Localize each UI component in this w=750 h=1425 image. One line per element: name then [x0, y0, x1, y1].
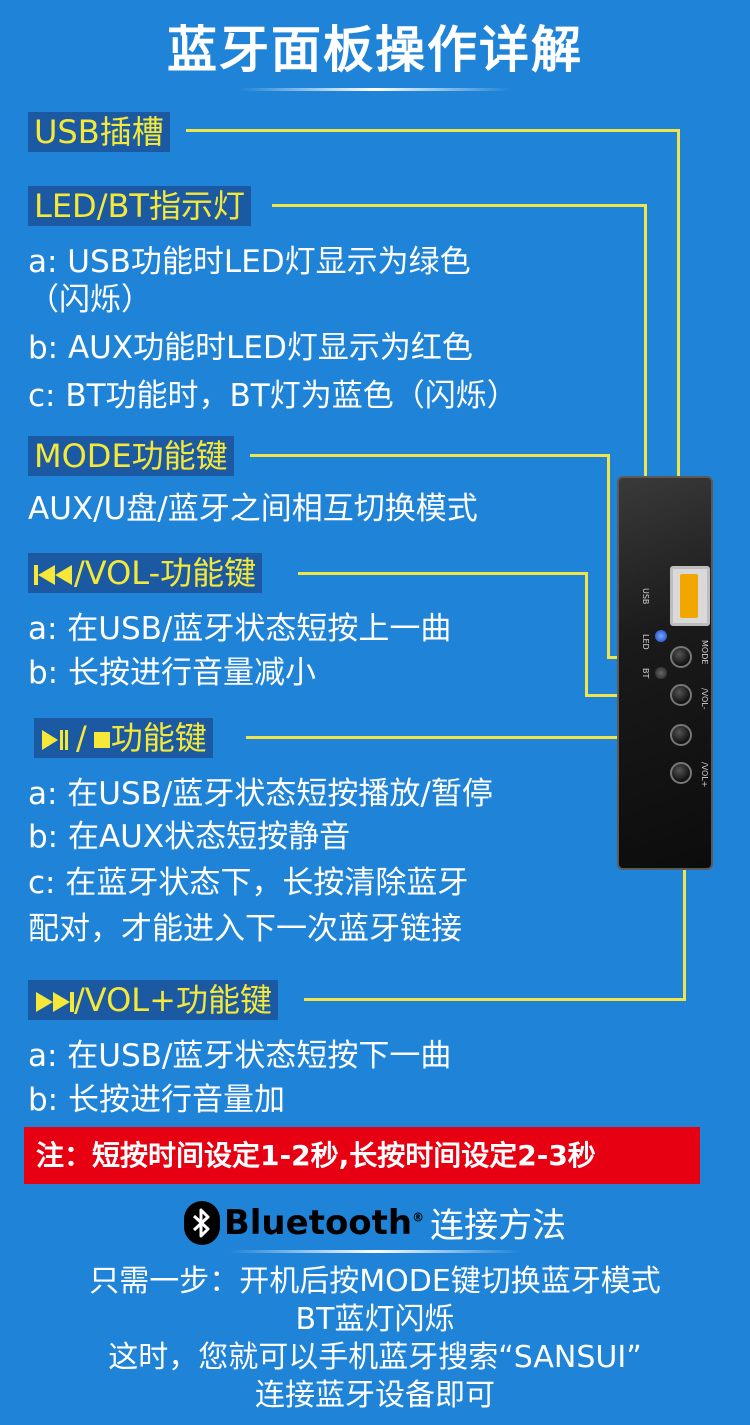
- play-leader-h: [246, 736, 670, 739]
- led-leader-v: [644, 204, 647, 634]
- timing-note: 注：短按时间设定1-2秒,长按时间设定2-3秒: [24, 1127, 700, 1184]
- next-vol-up-tag: /VOL+功能键: [28, 980, 278, 1020]
- stop-icon: [93, 719, 111, 757]
- play-pause-separator: /: [76, 719, 87, 757]
- prev-track-icon: [34, 554, 74, 592]
- led-indicator-light: [655, 630, 667, 642]
- prev-leader-h: [298, 572, 588, 575]
- howto-line-4: 连接蓝牙设备即可: [255, 1378, 495, 1413]
- panel-label-led: LED: [641, 634, 650, 650]
- led-line-b: b: AUX功能时LED灯显示为红色: [28, 330, 473, 366]
- usb-port-contacts: [680, 574, 698, 618]
- mode-leader-v: [607, 454, 610, 658]
- next-line-b: b: 长按进行音量加: [28, 1082, 285, 1118]
- next-leader-h: [304, 998, 686, 1001]
- panel-label-usb: USB: [641, 588, 650, 605]
- bt-indicator-light: [655, 667, 667, 679]
- prev-vol-down-button[interactable]: [670, 684, 692, 706]
- prev-vol-down-label: /VOL-功能键: [74, 554, 257, 592]
- play-line-c: c: 在蓝牙状态下，长按清除蓝牙: [28, 865, 469, 901]
- panel-label-mode: MODE: [700, 640, 709, 665]
- mode-button[interactable]: [670, 646, 692, 668]
- next-track-icon: [34, 981, 74, 1019]
- bluetooth-wordmark: Bluetooth®: [223, 1202, 425, 1243]
- next-line-a: a: 在USB/蓝牙状态短按下一曲: [28, 1038, 452, 1074]
- howto-line-2: BT蓝灯闪烁: [295, 1302, 455, 1337]
- usb-slot-tag: USB插槽: [28, 112, 170, 152]
- bluetooth-method-title: 连接方法: [430, 1206, 567, 1246]
- usb-leader-v: [677, 129, 680, 559]
- prev-vol-down-tag: /VOL-功能键: [28, 553, 263, 593]
- led-line-a: a: USB功能时LED灯显示为绿色: [28, 244, 471, 280]
- play-pause-label: 功能键: [110, 719, 207, 757]
- play-pause-tag: / 功能键: [34, 718, 213, 758]
- bluetooth-divider: [230, 1250, 520, 1253]
- prev-leader-v: [585, 572, 588, 696]
- panel-label-next: /VOL+: [700, 762, 709, 788]
- led-line-c: c: BT功能时，BT灯为蓝色（闪烁）: [28, 378, 518, 414]
- usb-leader-h: [186, 129, 680, 132]
- mode-line: AUX/U盘/蓝牙之间相互切换模式: [28, 491, 478, 527]
- mode-leader-h: [250, 454, 610, 457]
- bluetooth-icon: [183, 1200, 220, 1245]
- prev-line-b: b: 长按进行音量减小: [28, 655, 316, 691]
- next-leader-v: [683, 774, 686, 1001]
- play-pause-icon: [40, 719, 70, 757]
- panel-label-prev: /VOL-: [700, 688, 709, 710]
- led-line-a-cont: （闪烁）: [28, 282, 152, 318]
- play-pause-button[interactable]: [670, 724, 692, 746]
- led-indicator-tag: LED/BT指示灯: [28, 186, 251, 226]
- mode-key-tag: MODE功能键: [28, 436, 234, 476]
- bluetooth-heading: Bluetooth®连接方法: [0, 1198, 750, 1247]
- prev-line-a: a: 在USB/蓝牙状态短按上一曲: [28, 611, 452, 647]
- howto-line-1: 只需一步：开机后按MODE键切换蓝牙模式: [89, 1264, 661, 1299]
- title-divider: [240, 88, 510, 91]
- play-line-b: b: 在AUX状态短按静音: [28, 819, 351, 855]
- next-vol-up-label: /VOL+功能键: [74, 981, 272, 1019]
- play-line-c-cont: 配对，才能进入下一次蓝牙链接: [28, 911, 462, 947]
- led-leader-h: [272, 204, 647, 207]
- play-line-a: a: 在USB/蓝牙状态短按播放/暂停: [28, 776, 493, 812]
- next-vol-up-button[interactable]: [670, 762, 692, 784]
- page-title: 蓝牙面板操作详解: [167, 21, 583, 79]
- howto-line-3: 这时，您就可以手机蓝牙搜索“SANSUI”: [108, 1340, 642, 1375]
- panel-label-bt: BT: [641, 668, 650, 679]
